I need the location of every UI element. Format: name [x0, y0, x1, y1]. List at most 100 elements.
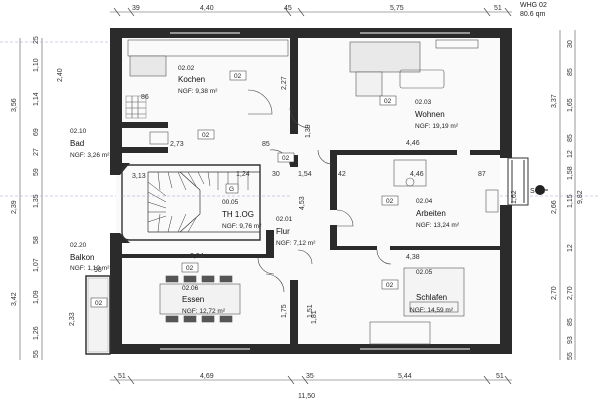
room-name: Arbeiten — [416, 209, 446, 218]
dim-right-inner-3: 85 — [567, 134, 574, 142]
room-tag-box — [197, 129, 215, 140]
dim-int-1: 86 — [141, 94, 149, 101]
dim-right-mid-0: 3,37 — [551, 94, 558, 108]
section-marker-label: S-01 — [530, 188, 545, 195]
dim-right-mid-2: 2,70 — [551, 286, 558, 300]
dimension-lines — [19, 7, 576, 385]
room-id: 02.06 — [182, 285, 199, 292]
room-name: Balkon — [70, 253, 94, 262]
room-name: Essen — [182, 295, 204, 304]
dim-right-inner-9: 85 — [567, 318, 574, 326]
room-tag-box — [229, 70, 247, 81]
room-tag: 02 — [384, 98, 392, 105]
dim-int-17: 1,39 — [305, 124, 312, 138]
dim-int-18: 3,13 — [132, 173, 146, 180]
dim-top-1: 4,40 — [200, 5, 214, 12]
dim-int-13: 4,53 — [299, 196, 306, 210]
dim-int-19: 98 — [94, 267, 102, 274]
room-tag: 02 — [386, 198, 394, 205]
dim-left-inner-0: 25 — [33, 36, 40, 44]
dim-bottom-1: 4,69 — [200, 373, 214, 380]
unit-name: WHG 02 — [520, 2, 547, 9]
dim-int-4: 30 — [272, 171, 280, 178]
dim-int-5: 1,54 — [298, 171, 312, 178]
dim-left-inner-4: 69 — [33, 128, 40, 136]
room-tag-box — [225, 183, 239, 194]
dim-right-inner-4: 12 — [567, 150, 574, 158]
dim-int-7: 4,46 — [406, 140, 420, 147]
dim-left-inner-5: 27 — [33, 148, 40, 156]
dim-int-11: 4,38 — [406, 254, 420, 261]
doors — [247, 89, 392, 293]
room-id: 00.05 — [222, 199, 239, 206]
room-bad: 02.10 Bad NGF: 3,26 m² 02 — [70, 128, 215, 159]
dim-right-inner-7: 12 — [567, 244, 574, 252]
dim-left-inner-3: 1,14 — [33, 92, 40, 106]
room-name: Schlafen — [416, 293, 447, 302]
dim-top-0: 39 — [132, 5, 140, 12]
room-tag: 02 — [202, 132, 210, 139]
room-flur: 02.01 Flur NGF: 7,12 m² 02 — [276, 152, 316, 247]
room-ngf: NGF: 3,26 m² — [70, 152, 110, 159]
dim-int-9: 87 — [478, 171, 486, 178]
dim-left-outer-2: 3,42 — [11, 292, 18, 306]
dim-int-3: 1,24 — [236, 171, 250, 178]
dim-left-inner-11: 2,33 — [69, 312, 76, 326]
room-arbeiten: 02.04 Arbeiten NGF: 13,24 m² 02 — [381, 195, 460, 229]
room-id: 02.10 — [70, 128, 87, 135]
dim-top-2: 45 — [284, 5, 292, 12]
room-ngf: NGF: 1,10 m² — [70, 265, 110, 272]
room-id: 02.04 — [416, 198, 433, 205]
exterior-walls — [110, 28, 512, 354]
dim-right-mid-1: 2,66 — [551, 200, 558, 214]
dim-int-2: 85 — [262, 141, 270, 148]
room-treppenhaus: 00.05 TH 1.OG NGF: 9,76 m² G — [222, 183, 262, 230]
room-balkon: 02.20 Balkon NGF: 1,10 m² 02 — [70, 242, 110, 308]
dim-right-inner-8: 2,70 — [567, 286, 574, 300]
dim-right-inner-11: 55 — [567, 352, 574, 360]
room-ngf: NGF: 9,38 m² — [178, 88, 218, 95]
room-name: TH 1.OG — [222, 210, 254, 219]
dim-left-outer-1: 2,39 — [11, 200, 18, 214]
interior-walls — [122, 36, 500, 344]
dim-left-inner-2: 2,40 — [57, 68, 64, 82]
room-schlafen: 02.05 Schlafen NGF: 14,59 m² 02 — [381, 269, 454, 314]
dim-left-inner-12: 1,26 — [33, 326, 40, 340]
dim-bottom-2: 35 — [306, 373, 314, 380]
dim-right-inner-0: 30 — [567, 40, 574, 48]
dim-right-inner-5: 1,58 — [567, 166, 574, 180]
room-ngf: NGF: 14,59 m² — [410, 307, 454, 314]
room-tag: G — [229, 186, 234, 193]
dim-int-20: 1,62 — [511, 190, 518, 204]
dim-right-inner-1: 85 — [567, 68, 574, 76]
room-ngf: NGF: 19,19 m² — [415, 123, 459, 130]
staircase — [121, 164, 290, 241]
room-tag-box — [181, 262, 199, 273]
dim-int-8: 4,46 — [410, 171, 424, 178]
balcony — [85, 275, 111, 355]
dim-int-6: 42 — [338, 171, 346, 178]
dim-left-inner-1: 1,10 — [33, 58, 40, 72]
room-ngf: NGF: 13,24 m² — [416, 222, 460, 229]
dim-top-4: 51 — [494, 5, 502, 12]
room-id: 02.05 — [416, 269, 433, 276]
room-ngf: NGF: 9,76 m² — [222, 223, 262, 230]
dim-bottom-4: 51 — [496, 373, 504, 380]
room-tag-box — [277, 152, 295, 163]
room-tag-box — [381, 279, 399, 290]
room-id: 02.03 — [415, 99, 432, 106]
section-marker — [535, 185, 548, 195]
dim-right-inner-2: 1,65 — [567, 98, 574, 112]
room-name: Bad — [70, 139, 84, 148]
dim-left-inner-13: 55 — [33, 350, 40, 358]
dim-int-0: 2,73 — [170, 141, 184, 148]
windows — [160, 32, 470, 350]
unit-area: 80.6 qm — [520, 11, 545, 18]
dim-left-inner-6: 59 — [33, 168, 40, 176]
room-tag-box — [381, 195, 399, 206]
dim-int-14: 1,75 — [281, 304, 288, 318]
left-inner-dims: 25 1,10 2,40 1,14 69 27 59 1,35 58 1,07 … — [33, 36, 76, 358]
room-tag-box — [90, 297, 108, 308]
room-ngf: NGF: 12,72 m² — [182, 308, 226, 315]
furniture — [125, 39, 499, 345]
